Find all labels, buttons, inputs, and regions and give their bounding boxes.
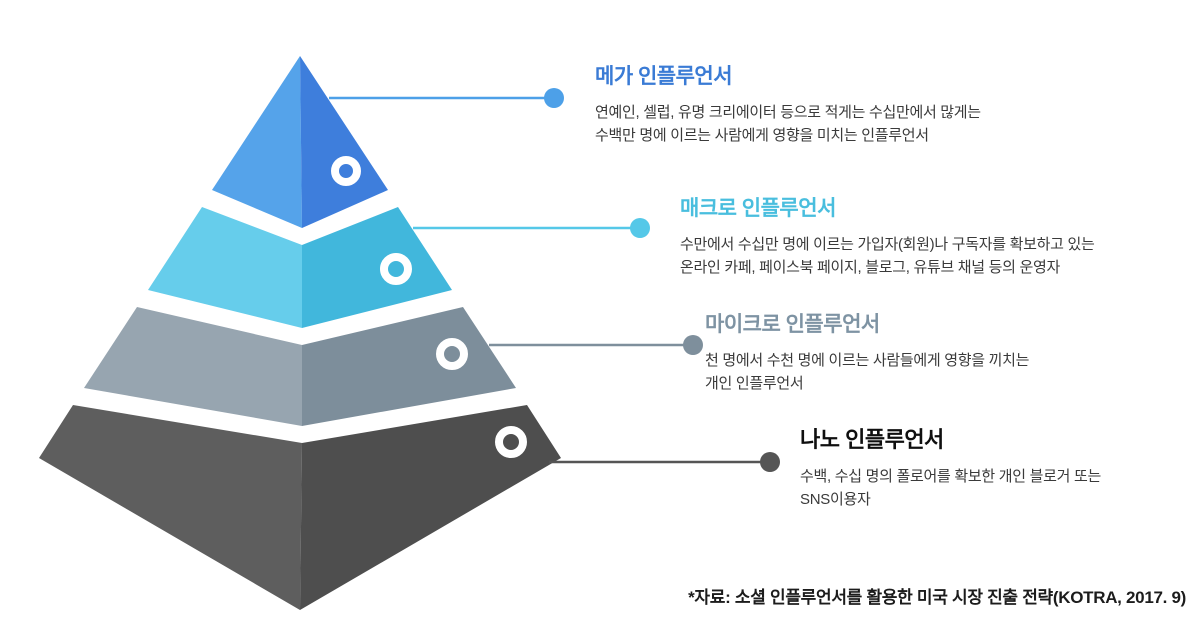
mega-influencer-label: 메가 인플루언서 연예인, 셀럽, 유명 크리에이터 등으로 적게는 수십만에서… [595, 60, 981, 148]
macro-influencer-title: 매크로 인플루언서 [680, 197, 836, 220]
micro-ring-icon [436, 338, 468, 370]
micro-influencer-label: 마이크로 인플루언서 천 명에서 수천 명에 이르는 사람들에게 영향을 끼치는… [705, 308, 1029, 396]
nano-influencer-description: 수백, 수십 명의 폴로어를 확보한 개인 블로거 또는 SNS이용자 [800, 465, 1101, 512]
macro-layer-right-face [302, 207, 452, 328]
nano-layer-left-face [39, 405, 302, 610]
micro-connector-dot [683, 335, 703, 355]
nano-influencer-title: 나노 인플루언서 [800, 427, 944, 452]
micro-desc-line1: 천 명에서 수천 명에 이르는 사람들에게 영향을 끼치는 [705, 352, 1030, 369]
layer-rings [331, 156, 527, 458]
micro-layer-left-face [84, 307, 302, 426]
macro-layer-left-face [148, 207, 302, 328]
mega-connector-dot [544, 88, 564, 108]
leader-connectors [329, 88, 780, 472]
micro-influencer-description: 천 명에서 수천 명에 이르는 사람들에게 영향을 끼치는 개인 인플루언서 [705, 349, 1029, 396]
nano-connector-dot [760, 452, 780, 472]
mega-influencer-description: 연예인, 셀럽, 유명 크리에이터 등으로 적게는 수십만에서 많게는 수백만 … [595, 101, 981, 148]
nano-desc-line2: SNS이용자 [800, 491, 871, 509]
macro-influencer-label: 매크로 인플루언서 수만에서 수십만 명에 이르는 가입자(회원)나 구독자를 … [680, 192, 1095, 280]
mega-ring-icon [331, 156, 361, 186]
macro-connector-dot [630, 218, 650, 238]
nano-influencer-label: 나노 인플루언서 수백, 수십 명의 폴로어를 확보한 개인 블로거 또는 SN… [800, 422, 1101, 512]
macro-desc-line1: 수만에서 수십만 명에 이르는 가입자(회원)나 구독자를 확보하고 있는 [680, 236, 1095, 253]
mega-layer-right-face [300, 56, 388, 228]
macro-ring-icon [380, 253, 412, 285]
micro-influencer-title: 마이크로 인플루언서 [705, 313, 880, 336]
nano-layer-right-face [300, 405, 561, 610]
mega-desc-line2: 수백만 명에 이르는 사람에게 영향을 미치는 인플루언서 [595, 127, 929, 145]
micro-desc-line2: 개인 인플루언서 [705, 375, 804, 393]
macro-desc-line2: 온라인 카페, 페이스북 페이지, 블로그, 유튜브 채널 등의 운영자 [680, 259, 1061, 277]
mega-layer-left-face [212, 56, 302, 228]
mega-desc-line1: 연예인, 셀럽, 유명 크리에이터 등으로 적게는 수십만에서 많게는 [595, 104, 981, 121]
nano-ring-icon [495, 426, 527, 458]
macro-influencer-description: 수만에서 수십만 명에 이르는 가입자(회원)나 구독자를 확보하고 있는 온라… [680, 233, 1095, 280]
micro-layer-right-face [302, 307, 516, 426]
source-note: *자료: 소셜 인플루언서를 활용한 미국 시장 진출 전략(KOTRA, 20… [688, 588, 1186, 607]
mega-influencer-title: 메가 인플루언서 [595, 65, 733, 88]
pyramid-layers [39, 56, 561, 610]
nano-desc-line1: 수백, 수십 명의 폴로어를 확보한 개인 블로거 또는 [800, 468, 1101, 485]
